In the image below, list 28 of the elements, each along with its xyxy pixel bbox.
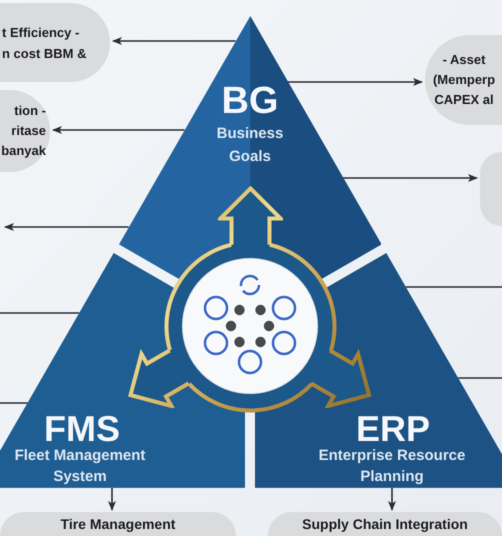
arrow <box>108 488 116 511</box>
callout-pill <box>0 3 110 82</box>
segment-acronym: FMS <box>44 412 120 445</box>
callout-pill <box>0 90 50 172</box>
arrow <box>388 488 396 511</box>
callout-pill <box>0 512 236 536</box>
callout-pill <box>268 512 502 536</box>
callout-pill <box>480 152 502 226</box>
segment-title: Business Goals <box>216 124 284 167</box>
arrow <box>52 126 184 134</box>
arrow <box>288 78 423 86</box>
callout-text: t Efficiency - n cost BBM & <box>2 24 88 62</box>
segment-title: Enterprise Resource Planning <box>318 446 466 487</box>
connector-line <box>0 402 28 404</box>
callout-text: Supply Chain Integration <box>302 516 468 533</box>
callout-pill <box>425 35 502 125</box>
callout-text: Tire Management <box>60 516 176 533</box>
segment-acronym: ERP <box>356 412 430 445</box>
segment-title: Fleet Management System <box>14 446 146 487</box>
segment-acronym: BG <box>221 84 278 118</box>
connector-line <box>406 286 502 288</box>
connector-line <box>458 377 502 379</box>
connector-line <box>0 312 80 314</box>
arrow <box>4 223 129 231</box>
arrow <box>343 174 478 182</box>
arrow <box>112 37 236 45</box>
callout-text: - Asset (Memperp CAPEX al <box>432 51 496 109</box>
callout-text: tion - ritase banyak <box>0 102 46 160</box>
